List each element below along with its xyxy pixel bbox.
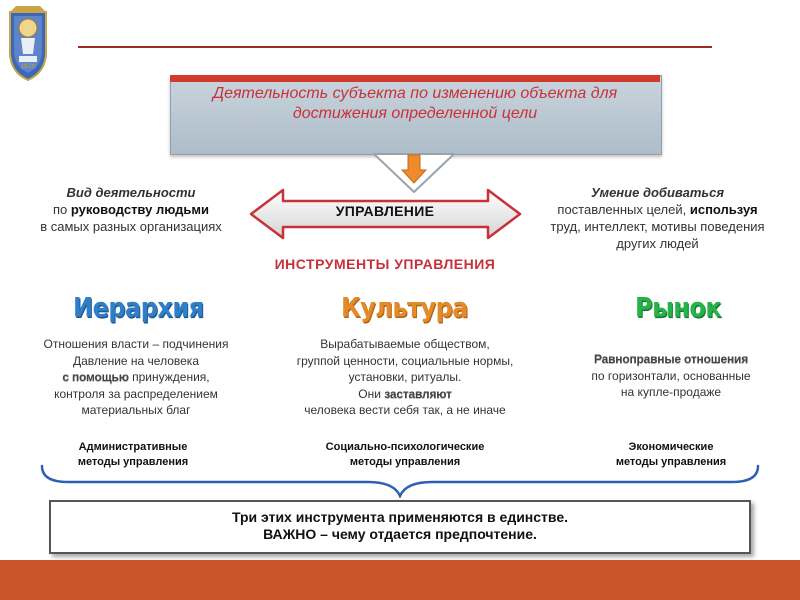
- goal-ability-text: Умение добиваться поставленных целей, ис…: [515, 184, 800, 252]
- market-title: Рынок: [635, 292, 722, 324]
- activity-type-text: Вид деятельности по руководству людьми в…: [10, 184, 252, 235]
- header-divider: [78, 46, 712, 48]
- hierarchy-line-3-rest: принуждения,: [128, 370, 210, 384]
- emblem-year: 1830: [20, 63, 35, 70]
- activity-type-line-3: в самых разных организациях: [40, 219, 222, 234]
- goal-ability-line-2: поставленных целей, используя: [515, 201, 800, 218]
- culture-line-4-highlight: заставляют: [384, 386, 452, 401]
- hierarchy-line-2: Давление на человека: [73, 353, 199, 368]
- socio-psychological-methods-line-2: методы управления: [349, 456, 461, 468]
- socio-psychological-methods-line-1: Социально-психологические: [325, 441, 485, 453]
- market-line-3: на купле-продаже: [620, 385, 722, 399]
- economic-methods-line-1: Экономические: [628, 441, 714, 453]
- administrative-methods-label: Административные методы управления: [60, 440, 206, 470]
- culture-line-3: установки, ритуалы.: [348, 370, 462, 384]
- management-label: УПРАВЛЕНИЕ: [335, 203, 435, 219]
- market-line-1-highlight: Равноправные отношения: [594, 352, 748, 366]
- culture-title: Культура: [341, 292, 468, 324]
- activity-type-header: Вид деятельности: [66, 185, 196, 200]
- activity-type-line-2-bold: руководству людьми: [70, 202, 209, 217]
- goal-ability-header: Умение добиваться: [590, 185, 724, 200]
- culture-description: Вырабатываемые обществом, группой ценнос…: [272, 336, 538, 419]
- hierarchy-line-3: с помощью принуждения,: [8, 369, 264, 386]
- market-line-2: по горизонтали, основанные: [591, 368, 751, 383]
- hierarchy-line-3-highlight: с помощью: [62, 370, 129, 384]
- economic-methods-line-2: методы управления: [615, 456, 727, 468]
- hierarchy-line-4: контроля за распределением: [54, 386, 218, 401]
- culture-line-5: человека вести себя так, а не иначе: [304, 403, 506, 417]
- administrative-methods-line-2: методы управления: [77, 456, 189, 468]
- goal-ability-line-3: труд, интеллект, мотивы поведения: [550, 219, 765, 234]
- hierarchy-line-5: материальных благ: [81, 403, 191, 417]
- goal-ability-line-2-bold: используя: [689, 202, 758, 217]
- hierarchy-line-1: Отношения власти – подчинения: [43, 337, 229, 351]
- conclusion-box: [49, 500, 751, 554]
- activity-type-line-2: по руководству людьми: [10, 201, 252, 218]
- goal-ability-line-2-pre: поставленных целей,: [557, 202, 690, 217]
- grouping-brace: [40, 464, 760, 498]
- culture-line-2: группой ценности, социальные нормы,: [296, 353, 514, 368]
- market-description: Равноправные отношения по горизонтали, о…: [564, 351, 778, 401]
- connector-arrow: [373, 153, 455, 193]
- socio-psychological-methods-label: Социально-психологические методы управле…: [300, 440, 510, 470]
- bottom-bar: [0, 560, 800, 600]
- hierarchy-title: Иерархия: [73, 292, 204, 324]
- culture-line-1: Вырабатываемые обществом,: [320, 337, 490, 351]
- definition-box-top-edge: [170, 75, 660, 82]
- university-emblem: 1830: [9, 6, 47, 82]
- hierarchy-description: Отношения власти – подчинения Давление н…: [8, 336, 264, 419]
- activity-type-line-2-pre: по: [53, 202, 71, 217]
- administrative-methods-line-1: Административные: [78, 441, 188, 453]
- instruments-title: ИНСТРУМЕНТЫ УПРАВЛЕНИЯ: [274, 256, 496, 272]
- conclusion-text: Три этих инструмента применяются в единс…: [231, 509, 569, 542]
- culture-line-4-pre: Они: [358, 386, 385, 401]
- culture-line-4: Они заставляют: [272, 386, 538, 403]
- management-double-arrow: [249, 188, 522, 240]
- economic-methods-label: Экономические методы управления: [598, 440, 744, 470]
- goal-ability-line-4: других людей: [616, 236, 699, 251]
- definition-text: Деятельность субъекта по изменению объек…: [212, 85, 618, 122]
